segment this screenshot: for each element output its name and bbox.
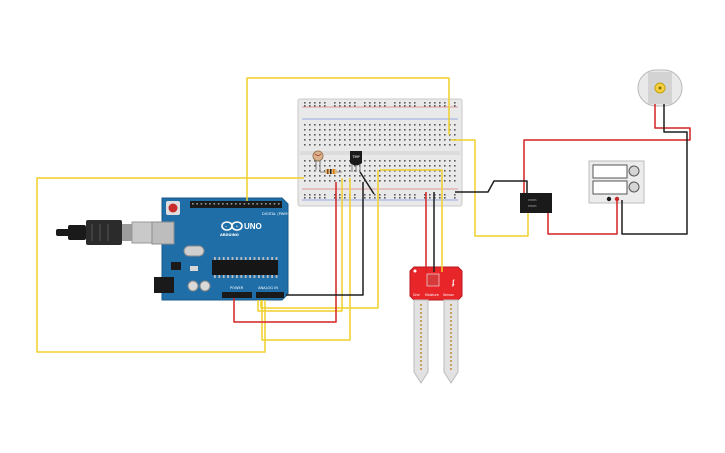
temperature-sensor[interactable]: TMP [350,151,362,172]
wire-yellow-left-loop[interactable] [36,177,304,353]
photoresistor[interactable] [312,150,324,170]
digital-header-pins [192,203,280,205]
wire-black-motor[interactable] [621,104,688,235]
arduino-uno-board[interactable]: DIGITAL (PWM~) − + UNO ARDUINO POWER ANA… [56,197,292,301]
usb-cable [56,220,159,245]
wire-yellow-tmp-signal[interactable] [260,170,379,309]
wire-red-motor[interactable] [523,104,691,193]
wire-red-supply[interactable] [547,200,618,235]
wire-red-5v[interactable] [233,182,337,323]
model-label: UNO [244,222,262,231]
microcontroller-chip [212,260,278,275]
soil-moisture-sensor[interactable]: ʄ Gnd Moisture Sensor [409,266,463,384]
relay[interactable]: ▭▭▭ ▭▭▭ [520,193,552,213]
breadboard[interactable] [297,98,463,207]
moisture-label: Moisture [425,293,439,297]
gnd-label: Gnd [413,293,420,297]
analog-header [256,292,284,298]
svg-text:−: − [225,224,228,229]
current-knob[interactable] [628,181,640,193]
wire-yellow-moisture[interactable] [380,169,443,272]
logo-label: ARDUINO [220,233,239,237]
power-label: POWER [230,286,244,290]
power-header [222,292,252,298]
tmp-label: TMP [351,155,359,159]
svg-text:▭▭▭: ▭▭▭ [528,204,537,208]
svg-text:+: + [236,224,239,229]
wires[interactable] [36,77,691,353]
analog-label: ANALOG IN [258,286,278,290]
chip-legs [214,257,278,278]
wire-black-relay[interactable] [455,180,528,193]
probe-traces [420,304,452,370]
resistor[interactable] [320,169,342,174]
breadboard-holes [304,102,456,199]
wire-yellow-sensor-signal[interactable] [257,178,343,312]
wire-yellow-relay-signal[interactable] [451,139,529,237]
dc-motor[interactable] [637,69,683,107]
reset-button[interactable] [168,203,178,213]
wire-yellow-top-loop[interactable] [246,77,450,201]
svg-text:▭▭▭: ▭▭▭ [528,198,537,202]
wire-black-tmp-gnd[interactable] [359,171,375,195]
svg-text:ʄ: ʄ [451,280,455,287]
wire-yellow-vcc[interactable] [261,178,351,341]
voltage-knob[interactable] [628,165,640,177]
arduino-logo-icon: − + [221,221,243,231]
wire-black-gnd[interactable] [286,182,364,296]
sensor-label: Sensor [443,293,455,297]
power-supply[interactable] [588,160,645,204]
digital-label: DIGITAL (PWM~) [262,212,292,216]
